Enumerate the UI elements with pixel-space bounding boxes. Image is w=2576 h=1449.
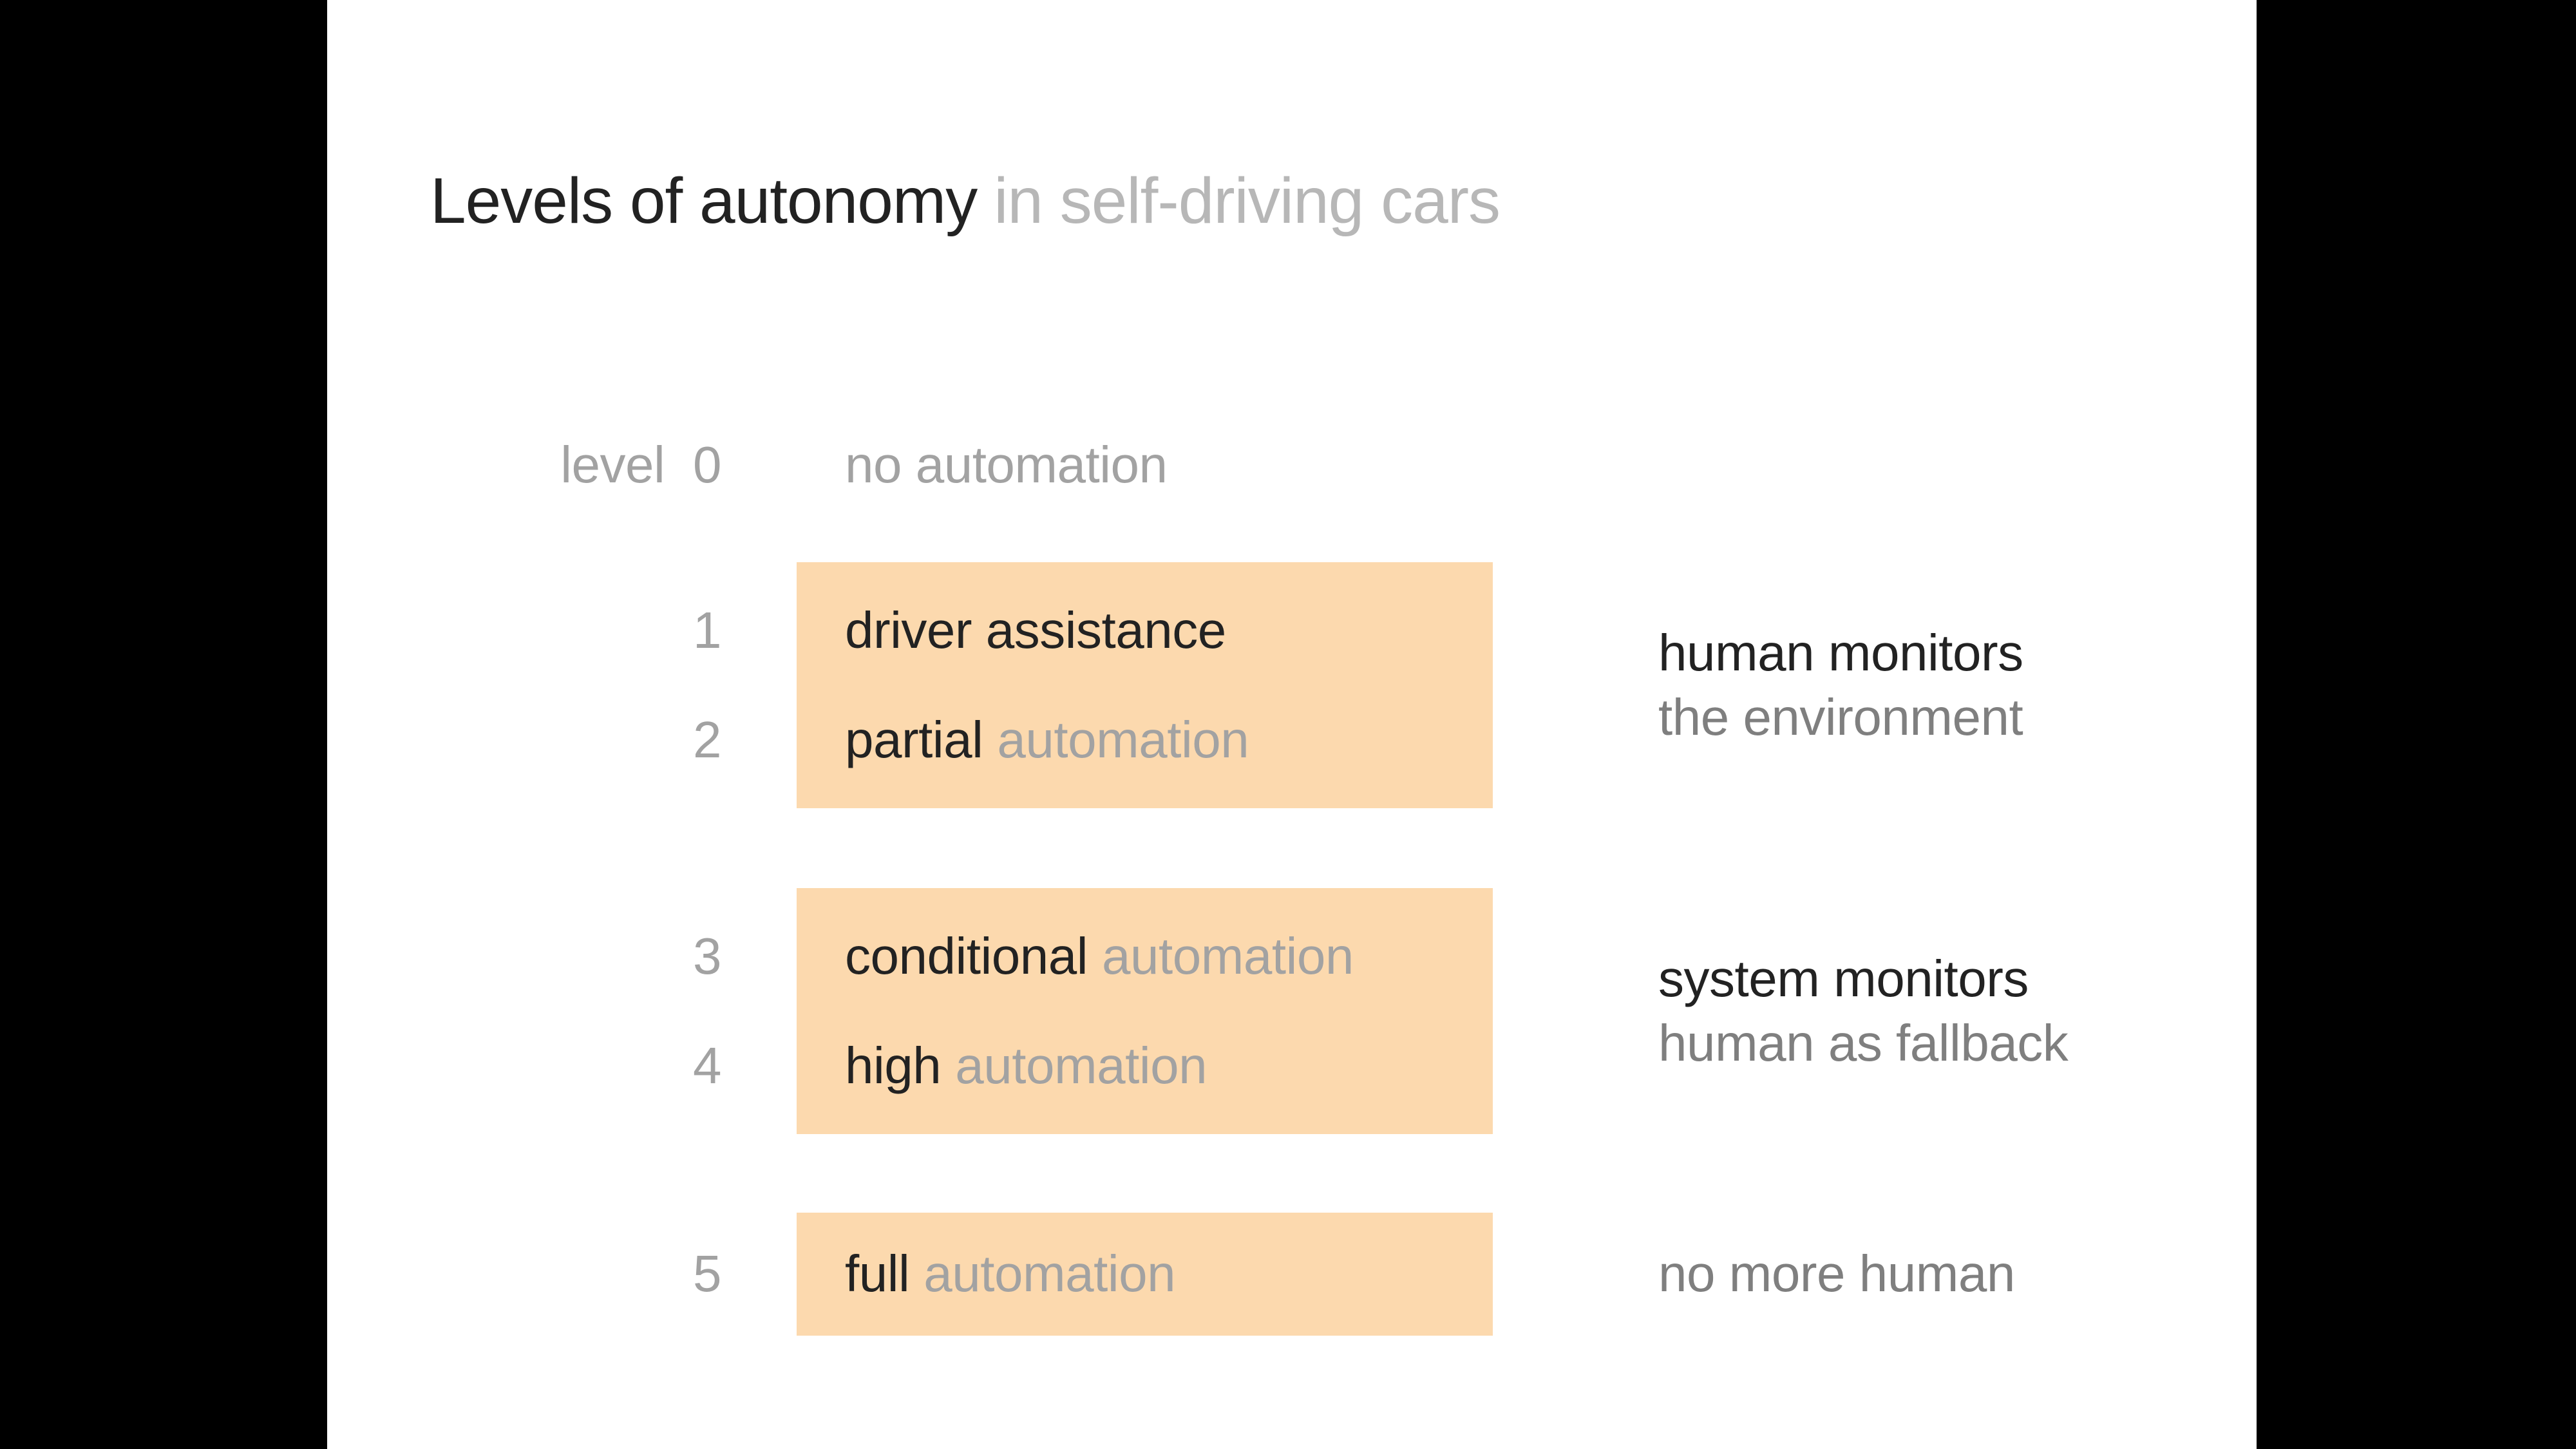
note-group2-line2: human as fallback	[1658, 1014, 2069, 1072]
level-label-0: no automation	[845, 433, 1168, 497]
level-label-2-dark: partial	[845, 711, 983, 768]
level-number-3: 3	[693, 927, 722, 985]
title-sub: in self-driving cars	[994, 165, 1501, 237]
level-label-3-dark: conditional	[845, 927, 1088, 985]
level-number-5: 5	[693, 1245, 722, 1302]
level-label-2-muted: automation	[997, 711, 1249, 768]
level-number-0: level 0	[560, 436, 721, 493]
level-label-5-dark: full	[845, 1245, 910, 1302]
note-group3-line1: no more human	[1658, 1245, 2015, 1302]
level-number-4: 4	[693, 1037, 722, 1094]
note-group2-line1: system monitors	[1658, 950, 2029, 1007]
pillarbox-right	[2257, 0, 2576, 1449]
level-label-1-dark: driver assistance	[845, 601, 1226, 659]
level-label-3-muted: automation	[1102, 927, 1354, 985]
level-number-2: 2	[693, 711, 722, 768]
highlight-box-levels-1-2	[797, 562, 1493, 808]
level-label-4-dark: high	[845, 1037, 942, 1094]
level-label-0-muted: no automation	[845, 436, 1168, 493]
highlight-box-level-5	[797, 1213, 1493, 1336]
highlight-box-levels-3-4	[797, 888, 1493, 1134]
level-label-4-muted: automation	[955, 1037, 1208, 1094]
title-main: Levels of autonomy	[430, 165, 978, 237]
pillarbox-left	[0, 0, 327, 1449]
note-group1-line1: human monitors	[1658, 624, 2023, 681]
level-number-1: 1	[693, 601, 722, 659]
level-label-5-muted: automation	[923, 1245, 1176, 1302]
level-label-1: driver assistance	[845, 598, 1240, 663]
note-group1-line2: the environment	[1658, 688, 2023, 746]
